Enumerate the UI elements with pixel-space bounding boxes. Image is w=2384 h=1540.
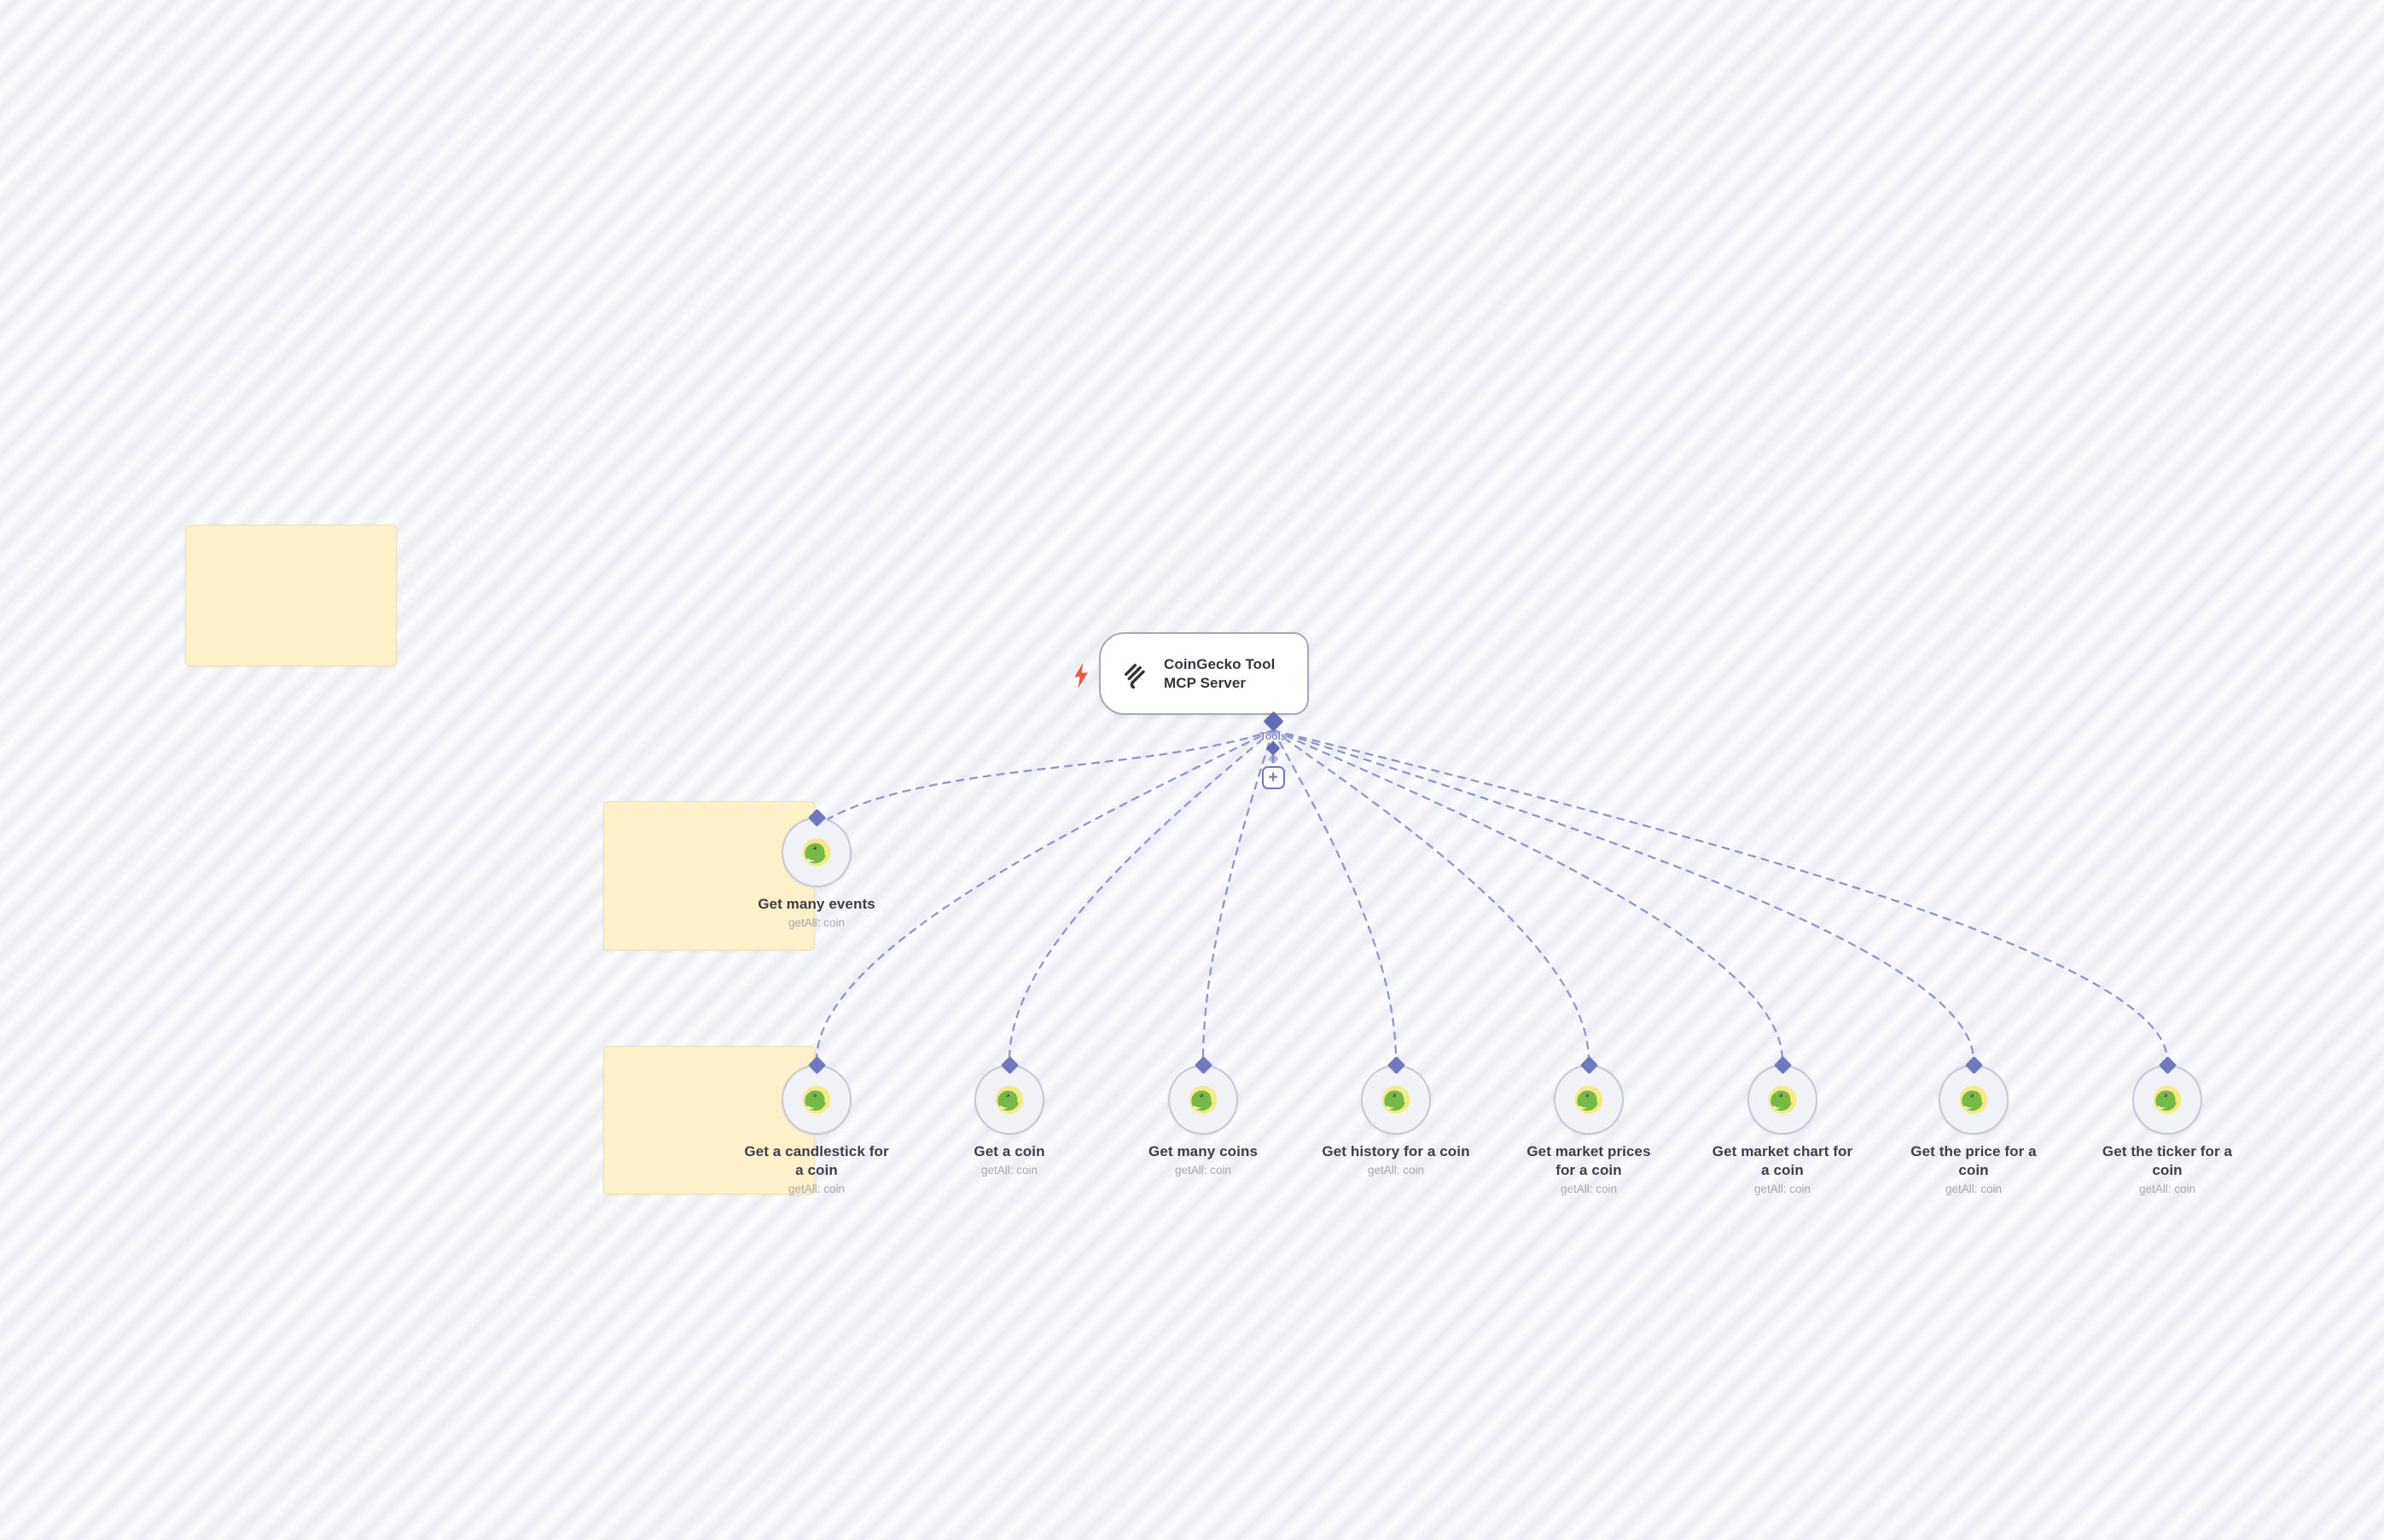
sticky-note-2[interactable] — [603, 801, 815, 950]
tool-node-operation: getAll: coin — [1945, 1183, 2003, 1195]
coingecko-logo-icon — [2151, 1084, 2183, 1116]
tool-node-label: Get a candlestick for a coin — [744, 1143, 889, 1178]
tool-node-label: Get market prices for a coin — [1526, 1143, 1651, 1178]
coingecko-logo-icon — [800, 836, 833, 869]
tool-node-label: Get market chart for a coin — [1712, 1143, 1853, 1178]
tool-node-label: Get history for a coin — [1322, 1143, 1470, 1159]
lightning-bolt-icon — [1068, 661, 1094, 690]
tool-node-circle[interactable] — [1939, 1065, 2009, 1135]
tool-node-label: Get many coins — [1148, 1143, 1258, 1159]
tool-node-label: Get many events — [758, 896, 875, 912]
tool-node-operation: getAll: coin — [1174, 1164, 1232, 1177]
mcp-logo-icon — [1119, 659, 1150, 689]
tool-node-circle[interactable] — [1554, 1065, 1624, 1135]
tool-node-label: Get the price for a coin — [1910, 1143, 2037, 1178]
tool-node-operation: getAll: coin — [1560, 1183, 1618, 1195]
tool-node[interactable]: Get the ticker for a coin getAll: coin — [2069, 1055, 2265, 1195]
coingecko-logo-icon — [800, 1084, 833, 1116]
coingecko-logo-icon — [1187, 1084, 1219, 1116]
tool-node-circle[interactable] — [1361, 1065, 1431, 1135]
tool-node-circle[interactable] — [2132, 1065, 2202, 1135]
tool-node-label: Get a coin — [974, 1143, 1045, 1159]
tool-node[interactable]: Get the price for a coin getAll: coin — [1875, 1055, 2072, 1195]
sticky-note-1[interactable] — [185, 525, 397, 666]
tool-node-circle[interactable] — [974, 1065, 1044, 1135]
coingecko-logo-icon — [1573, 1084, 1605, 1116]
add-tool-button[interactable]: + — [1261, 766, 1285, 789]
tool-node-label: Get the ticker for a coin — [2102, 1143, 2233, 1178]
tool-node[interactable]: Get market chart for a coin getAll: coin — [1684, 1055, 1881, 1195]
tool-node-operation: getAll: coin — [1367, 1164, 1425, 1177]
tool-node[interactable]: Get many coins getAll: coin — [1105, 1055, 1301, 1177]
tools-output-label: Tools — [1259, 730, 1287, 742]
tool-node-operation: getAll: coin — [1753, 1183, 1811, 1195]
tool-node-circle[interactable] — [1168, 1065, 1238, 1135]
tool-node[interactable]: Get a coin getAll: coin — [911, 1055, 1108, 1177]
tool-node-circle[interactable] — [1747, 1065, 1817, 1135]
tool-node[interactable]: Get market prices for a coin getAll: coi… — [1491, 1055, 1687, 1195]
coingecko-logo-icon — [1766, 1084, 1799, 1116]
tool-node-circle[interactable] — [782, 1065, 852, 1135]
tool-node-operation: getAll: coin — [788, 916, 846, 929]
trigger-node-title: CoinGecko Tool MCP Server — [1164, 655, 1276, 691]
mcp-server-trigger-node[interactable]: CoinGecko Tool MCP Server — [1099, 632, 1309, 715]
tool-node-circle[interactable] — [782, 817, 852, 887]
tool-node[interactable]: Get a candlestick for a coin getAll: coi… — [718, 1055, 915, 1195]
tool-node[interactable]: Get history for a coin getAll: coin — [1298, 1055, 1494, 1177]
tool-node-operation: getAll: coin — [980, 1164, 1038, 1177]
tool-node-operation: getAll: coin — [788, 1183, 846, 1195]
coingecko-logo-icon — [1380, 1084, 1412, 1116]
coingecko-logo-icon — [993, 1084, 1026, 1116]
coingecko-logo-icon — [1957, 1084, 1990, 1116]
tool-node-operation: getAll: coin — [2138, 1183, 2196, 1195]
tool-node[interactable]: Get many events getAll: coin — [718, 808, 915, 929]
